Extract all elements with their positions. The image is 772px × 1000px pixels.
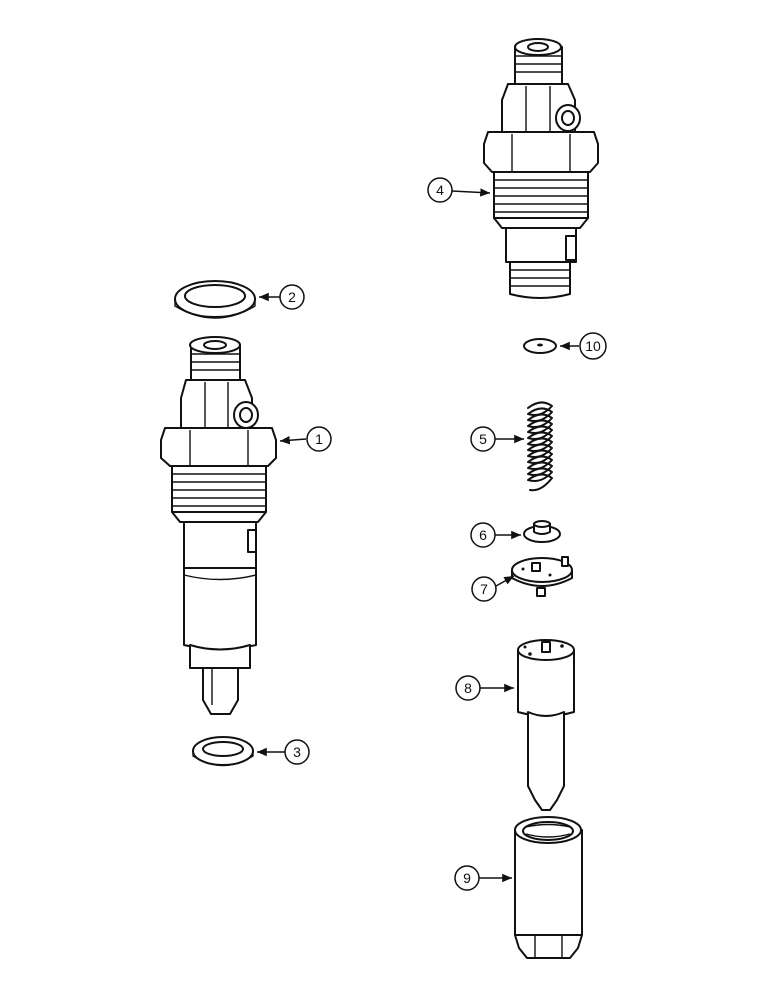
part-8-nozzle — [517, 639, 575, 811]
callout-label-3: 3 — [293, 744, 301, 760]
callout-label-2: 2 — [288, 289, 296, 305]
callout-7: 7 — [471, 575, 515, 602]
part-5-spring — [527, 401, 553, 492]
callout-label-10: 10 — [585, 338, 601, 354]
callout-1: 1 — [279, 426, 332, 452]
callout-label-7: 7 — [480, 581, 488, 597]
callout-label-5: 5 — [479, 431, 487, 447]
part-1-injector-assembly — [160, 336, 277, 715]
part-3-lower-washer — [192, 736, 254, 767]
callout-2: 2 — [259, 284, 305, 310]
part-6-spring-seat — [523, 520, 561, 543]
callout-label-6: 6 — [479, 527, 487, 543]
part-2-upper-washer — [174, 280, 256, 319]
part-4-holder-body — [483, 38, 599, 299]
callout-10: 10 — [560, 332, 607, 360]
part-9-nozzle-nut — [514, 816, 583, 959]
callout-label-4: 4 — [436, 182, 444, 198]
callout-label-1: 1 — [315, 431, 323, 447]
callout-8: 8 — [455, 675, 514, 701]
part-10-shim — [523, 338, 557, 354]
callout-4: 4 — [427, 177, 491, 203]
callout-3: 3 — [257, 739, 310, 765]
callout-label-9: 9 — [463, 870, 471, 886]
callout-9: 9 — [454, 865, 512, 891]
callout-6: 6 — [470, 522, 521, 548]
callout-label-8: 8 — [464, 680, 472, 696]
callout-5: 5 — [470, 426, 524, 452]
part-7-intermediate-plate — [511, 556, 573, 597]
